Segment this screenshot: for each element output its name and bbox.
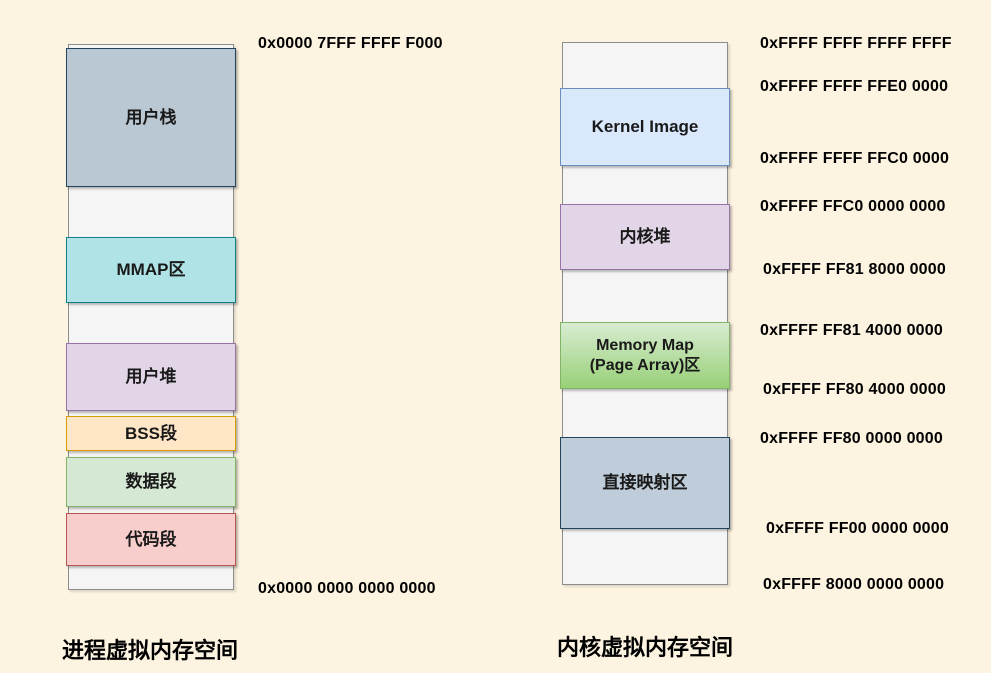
segment-mmap-label: MMAP区	[116, 260, 186, 280]
process-top-address: 0x0000 7FFF FFFF F000	[258, 35, 443, 52]
segment-user-heap-label: 用户堆	[125, 367, 177, 387]
kernel-address-label: 0xFFFF 8000 0000 0000	[763, 576, 945, 593]
kernel-address-label: 0xFFFF FF00 0000 0000	[766, 520, 949, 537]
segment-direct-map-label: 直接映射区	[602, 473, 688, 493]
kernel-address-label: 0xFFFF FFFF FFE0 0000	[760, 78, 949, 95]
process-space-title: 进程虚拟内存空间	[62, 638, 239, 663]
process-bottom-address: 0x0000 0000 0000 0000	[258, 580, 436, 597]
kernel-address-label: 0xFFFF FFFF FFFF FFFF	[760, 35, 952, 52]
segment-user-stack: 用户栈	[66, 48, 236, 187]
kernel-space-title: 内核虚拟内存空间	[557, 635, 734, 660]
kernel-address-label: 0xFFFF FFC0 0000 0000	[760, 198, 946, 215]
kernel-address-label: 0xFFFF FFFF FFC0 0000	[760, 150, 950, 167]
segment-kernel-image-label: Kernel Image	[591, 117, 699, 137]
segment-memory-map-label-line2: (Page Array)区	[589, 356, 701, 374]
segment-bss-label: BSS段	[125, 423, 177, 443]
segment-mmap: MMAP区	[66, 237, 236, 303]
segment-kernel-heap: 内核堆	[560, 204, 730, 270]
kernel-address-label: 0xFFFF FF81 8000 0000	[763, 261, 946, 278]
kernel-address-label: 0xFFFF FF80 0000 0000	[760, 430, 943, 447]
segment-memory-map: Memory Map (Page Array)区	[560, 322, 730, 389]
segment-user-heap: 用户堆	[66, 343, 236, 411]
segment-bss: BSS段	[66, 416, 236, 451]
segment-memory-map-label-line1: Memory Map	[596, 336, 694, 354]
segment-user-stack-label: 用户栈	[125, 107, 177, 127]
segment-data-label: 数据段	[125, 472, 177, 492]
kernel-address-label: 0xFFFF FF81 4000 0000	[760, 322, 943, 339]
segment-code-label: 代码段	[125, 529, 177, 549]
segment-kernel-image: Kernel Image	[560, 88, 730, 166]
segment-kernel-heap-label: 内核堆	[619, 227, 671, 247]
segment-data: 数据段	[66, 457, 236, 507]
segment-code: 代码段	[66, 513, 236, 566]
segment-direct-map: 直接映射区	[560, 437, 730, 529]
kernel-address-label: 0xFFFF FF80 4000 0000	[763, 381, 946, 398]
